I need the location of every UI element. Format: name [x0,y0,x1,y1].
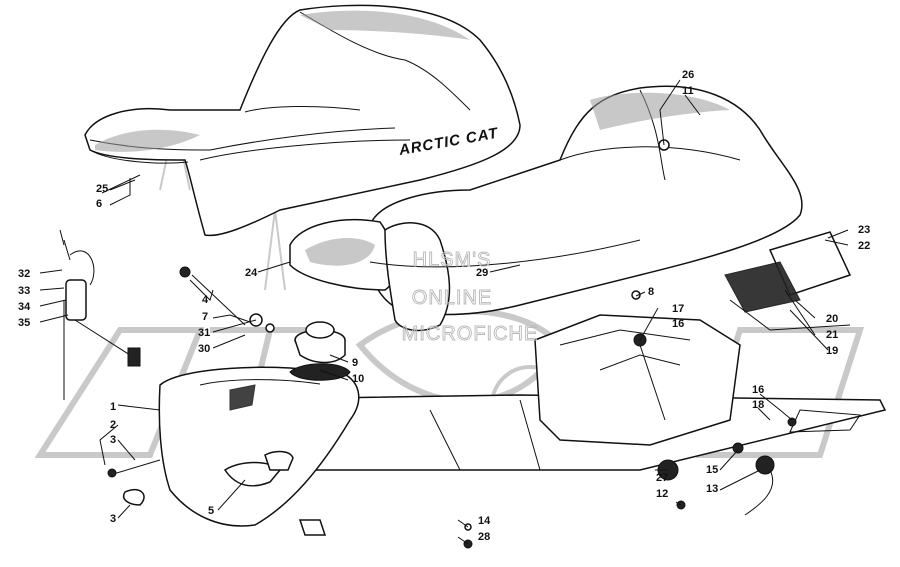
callout-33: 33 [18,285,30,297]
callout-19: 19 [826,345,838,357]
callout-22: 22 [858,240,870,252]
callout-31: 31 [198,327,210,339]
lower-seat [289,85,803,332]
callout-23: 23 [858,224,870,236]
fuel-level-sender [63,239,141,400]
callout-30: 30 [198,343,210,355]
callout-26: 26 [682,69,694,81]
callout-14: 14 [478,515,491,527]
callout-16-right: 16 [752,384,764,396]
callout-27: 27 [656,472,668,484]
callout-16-center: 16 [672,318,684,330]
callout-10: 10 [352,373,364,385]
callout-5: 5 [208,505,214,517]
fuel-cap [294,321,346,364]
watermark-text: HLSM'S ONLINE MICROFICHE [401,249,539,346]
callout-17: 17 [672,303,684,315]
callout-4: 4 [202,294,209,306]
callout-32: 32 [18,268,30,280]
fuel-tank [158,363,360,536]
callout-11: 11 [682,85,694,97]
callout-35: 35 [18,317,30,329]
callout-18: 18 [752,399,764,411]
callout-2: 2 [110,419,116,431]
watermark-line-3: MICROFICHE [402,323,539,345]
callout-34: 34 [18,301,31,313]
callout-3-upper: 3 [110,434,116,446]
callout-12: 12 [656,488,668,500]
watermark-line-1: HLSM'S [413,249,492,271]
watermark-line-2: ONLINE [412,287,492,309]
taillight-assembly [724,231,852,331]
callout-20: 20 [826,313,838,325]
callout-9: 9 [352,357,358,369]
callout-1: 1 [110,401,116,413]
callout-labels: 1 2 3 3 4 5 6 7 8 9 10 11 12 13 14 15 16… [18,69,870,543]
callout-25: 25 [96,183,108,195]
callout-3-lower: 3 [110,513,116,525]
callout-6: 6 [96,198,102,210]
hardware [107,139,861,549]
callout-15: 15 [706,464,718,476]
callout-8: 8 [648,286,654,298]
callout-29: 29 [476,267,488,279]
upper-seat [84,4,521,237]
callout-21: 21 [826,329,838,341]
tunnel [199,314,887,471]
callout-13: 13 [706,483,718,495]
callout-28: 28 [478,531,490,543]
callout-24: 24 [245,267,258,279]
callout-7: 7 [202,311,208,323]
leader-lines [39,79,849,545]
